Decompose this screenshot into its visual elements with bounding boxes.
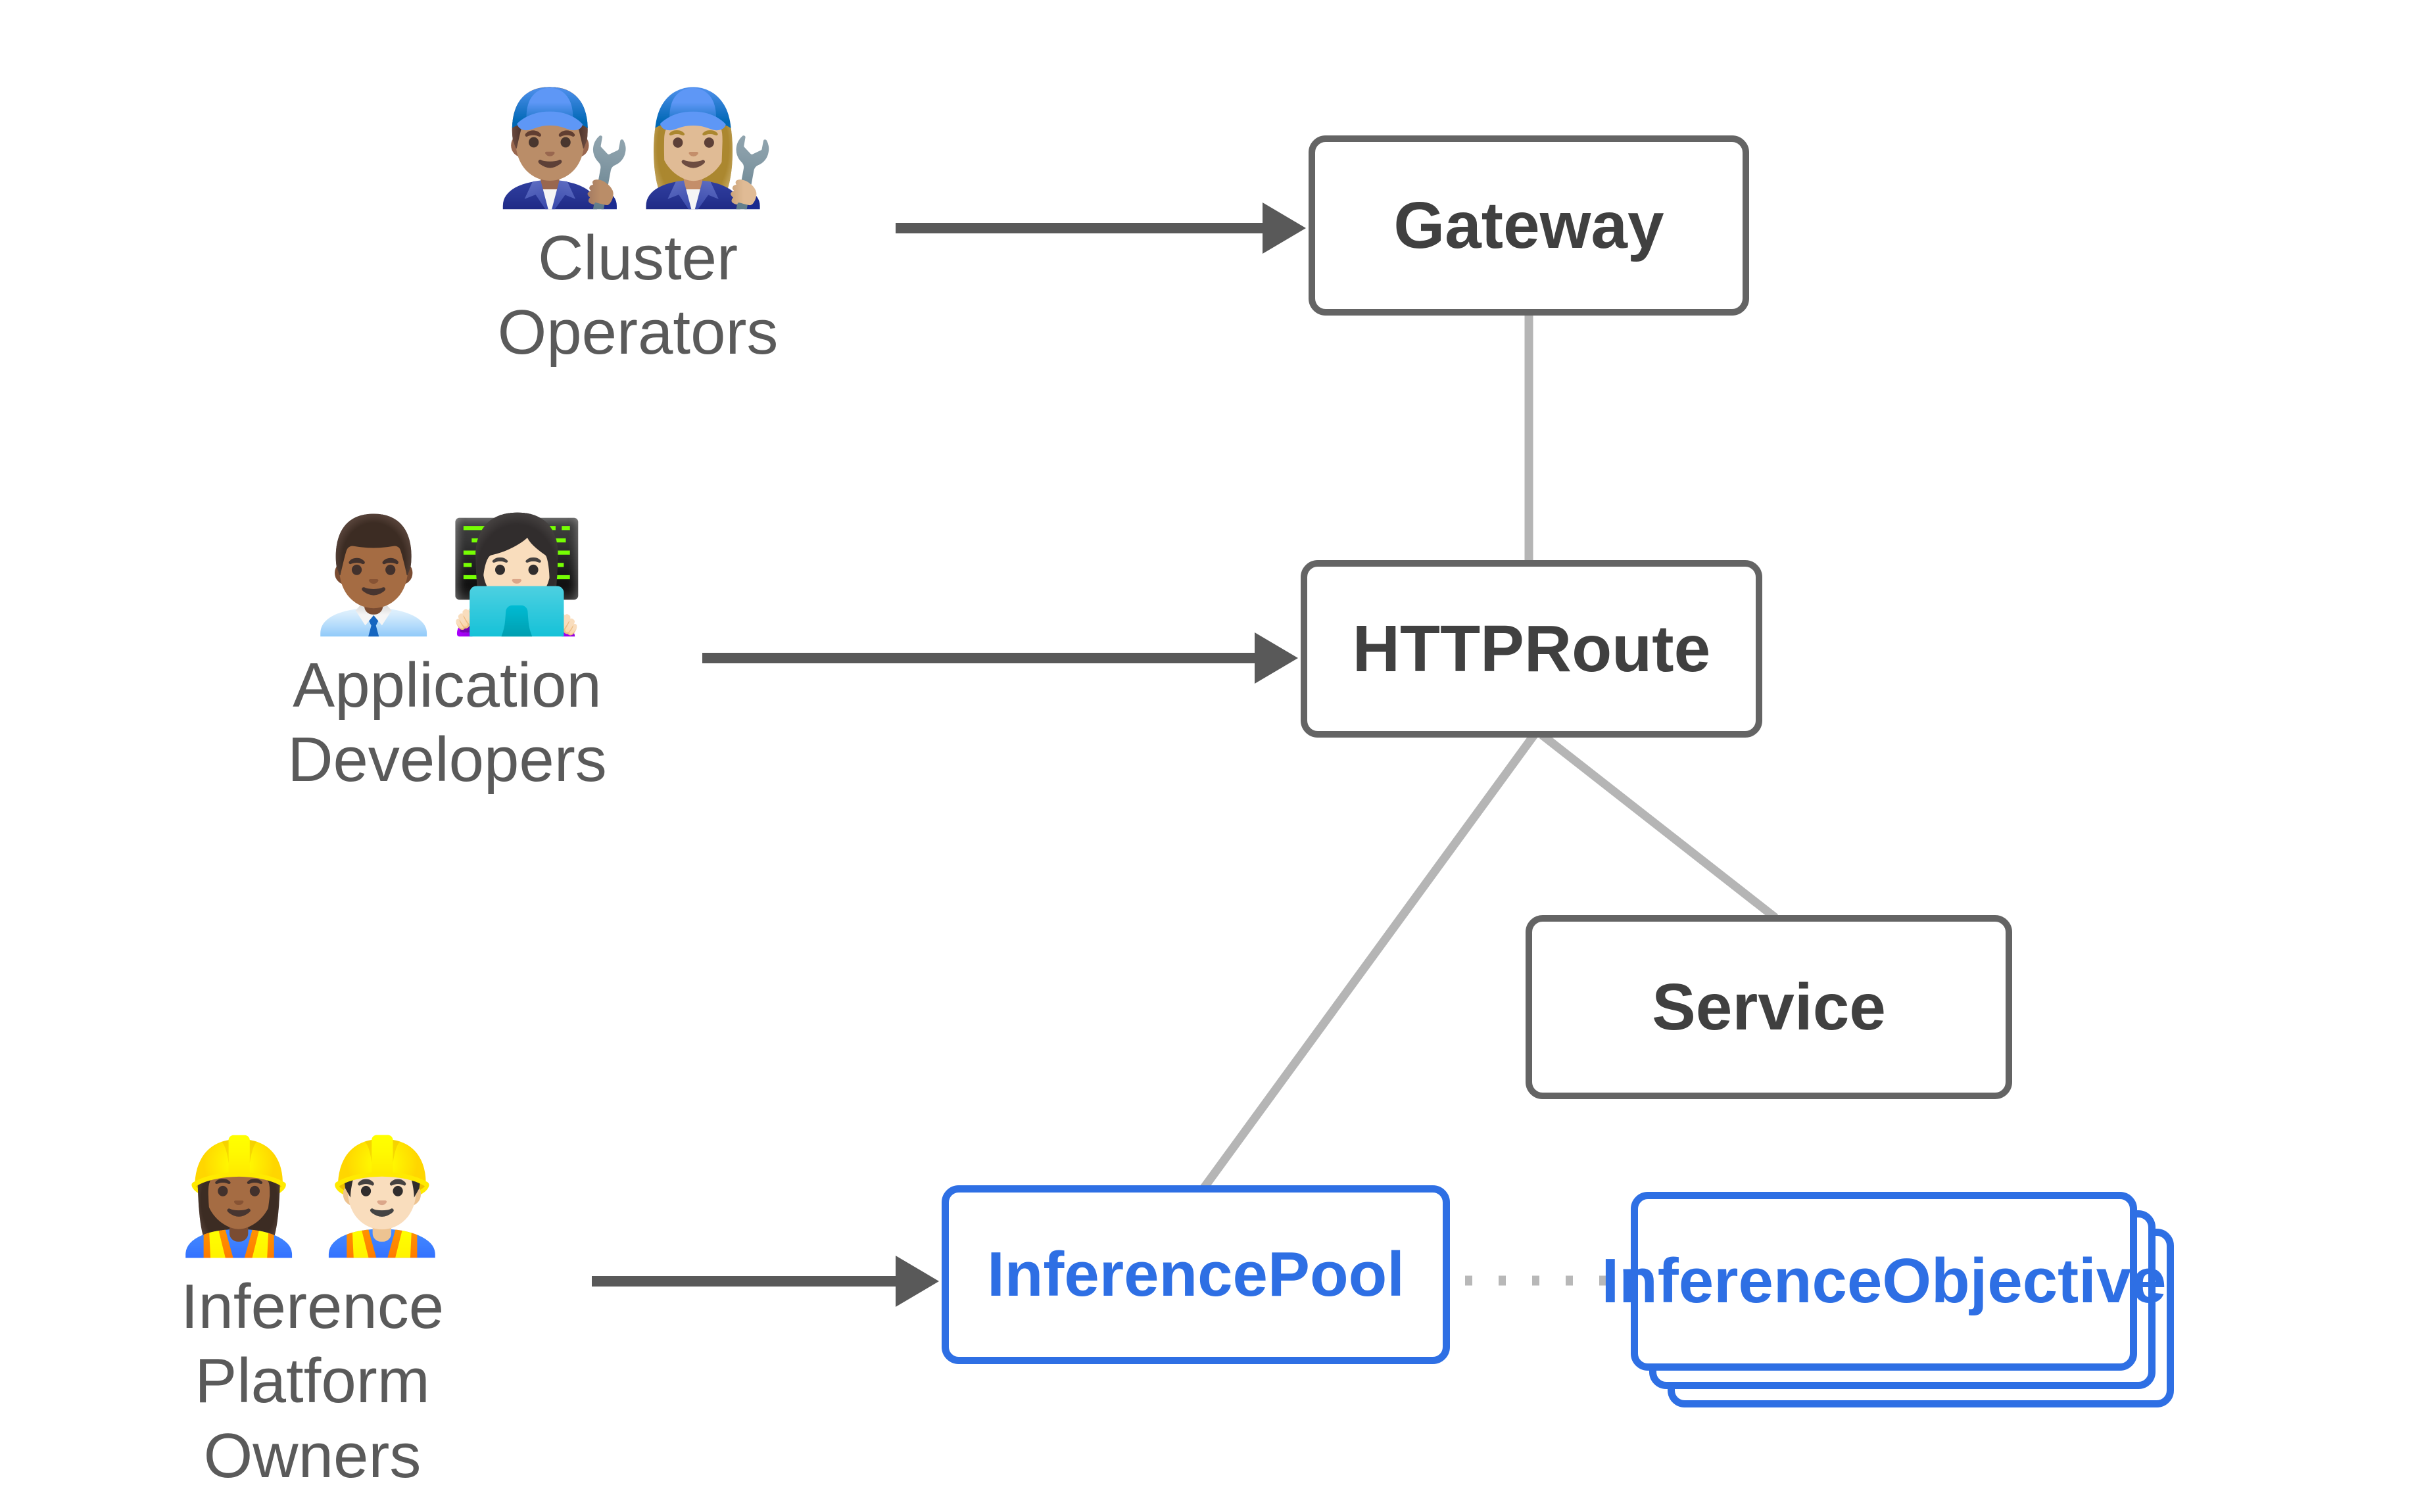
node-gateway-label: Gateway <box>1393 189 1664 262</box>
application-developers-emoji: 👨🏾‍💼👩🏻‍💻 <box>304 510 590 640</box>
actor-cluster-operators: 👨🏽‍🔧👩🏼‍🔧 Cluster Operators <box>487 92 789 370</box>
inference-platform-owners-emoji: 👷🏾‍♀️👷🏻‍♂️ <box>169 1131 456 1262</box>
node-inferenceobjective-label: InferenceObjective <box>1601 1246 2167 1317</box>
actor-inference-platform-owners: 👷🏾‍♀️👷🏻‍♂️ Inference Platform Owners <box>92 1141 533 1493</box>
node-inferenceobjective-stack[interactable]: InferenceObjective <box>1601 1192 2177 1409</box>
arrow-application-developers-httproute <box>702 632 1298 684</box>
node-httproute[interactable]: HTTPRoute <box>1301 560 1762 738</box>
node-httproute-label: HTTPRoute <box>1352 612 1711 686</box>
cluster-operators-caption: Cluster Operators <box>497 223 779 368</box>
edge-httproute-service <box>1539 731 1779 922</box>
node-inferencepool[interactable]: InferencePool <box>942 1185 1450 1364</box>
node-inferencepool-label: InferencePool <box>987 1239 1405 1310</box>
node-service[interactable]: Service <box>1526 915 2012 1099</box>
application-developers-caption: Application Developers <box>287 650 607 795</box>
cluster-operators-emoji: 👨🏽‍🔧👩🏼‍🔧 <box>494 83 781 213</box>
arrow-inference-platform-owners-inferencepool <box>592 1256 939 1307</box>
node-inferenceobjective[interactable]: InferenceObjective <box>1601 1192 2167 1371</box>
actor-application-developers: 👨🏾‍💼👩🏻‍💻 Application Developers <box>283 519 612 797</box>
node-service-label: Service <box>1652 970 1886 1044</box>
arrow-cluster-operators-gateway <box>896 202 1306 254</box>
inference-platform-owners-caption: Inference Platform Owners <box>180 1271 445 1491</box>
edge-httproute-inferencepool <box>1199 732 1538 1191</box>
node-gateway[interactable]: Gateway <box>1309 135 1749 316</box>
